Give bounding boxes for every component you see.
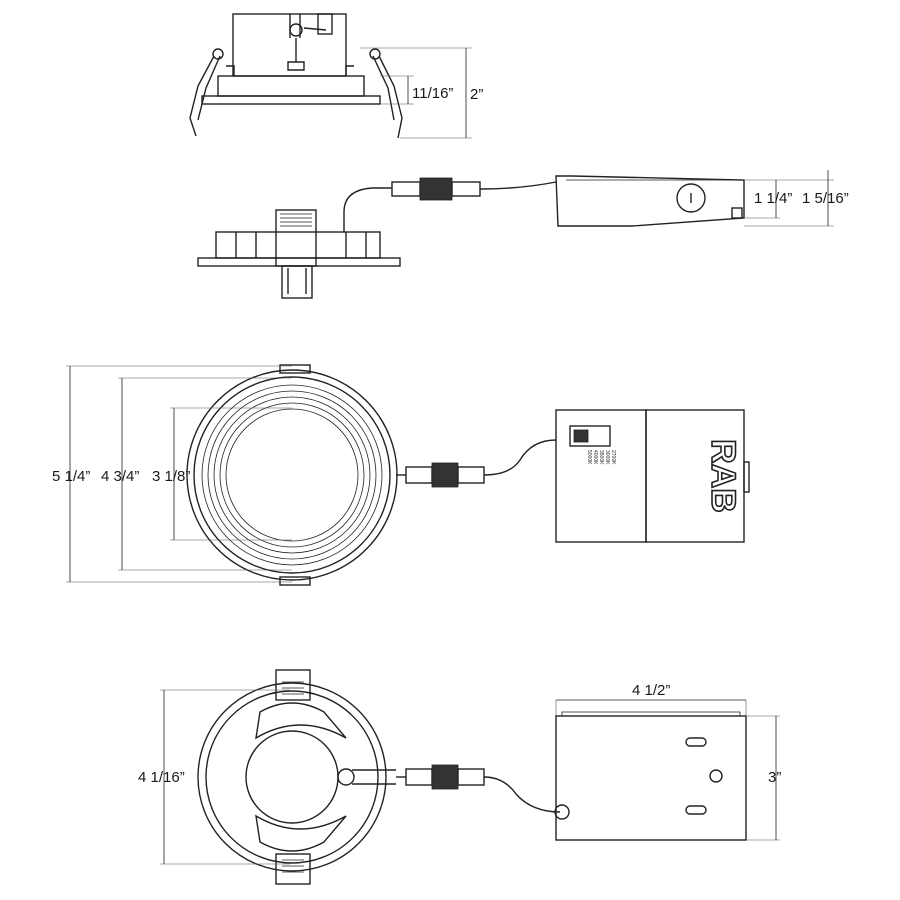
dim-trim-diameter: 4 3/4” (101, 468, 139, 485)
dim-box-width: 4 1/2” (632, 682, 670, 699)
dim-cutout: 4 1/16” (138, 769, 185, 786)
fixture-side-view: 11/16” 2” (189, 13, 483, 139)
dim-outer-diameter: 5 1/4” (52, 468, 90, 485)
dim-aperture: 3 1/8” (152, 468, 190, 485)
dim-box-height: 3” (768, 769, 781, 786)
dim-trim-height: 11/16” (412, 85, 453, 102)
dim-box-height-inner: 1 1/4” (754, 190, 792, 207)
fixture-rear-view: 4 1/16” 4 1/2” 3” (138, 669, 781, 885)
cct-option: 3000K (604, 450, 610, 465)
cct-option: 5000K (586, 450, 592, 465)
fixture-side-with-box: 1 1/4” 1 5/16” (197, 170, 849, 299)
cct-option: 4000K (592, 450, 598, 465)
cct-option: 3500K (598, 450, 604, 465)
rab-logo: RAB (704, 439, 742, 513)
fixture-front-view: RAB 5000K 4000K 3500K 3000K 2700K 5 1/4”… (52, 364, 750, 586)
cct-selector-labels: 5000K 4000K 3500K 3000K 2700K (586, 450, 616, 465)
dim-box-height-outer: 1 5/16” (802, 190, 849, 207)
cct-option: 2700K (610, 450, 616, 465)
dim-total-height: 2” (470, 86, 483, 103)
